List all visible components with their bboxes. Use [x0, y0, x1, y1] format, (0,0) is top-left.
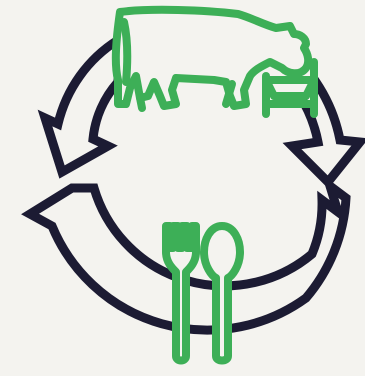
arrow-upper-left: [45, 40, 118, 172]
cow-tail: [124, 22, 127, 82]
trough-basin: [266, 80, 314, 96]
